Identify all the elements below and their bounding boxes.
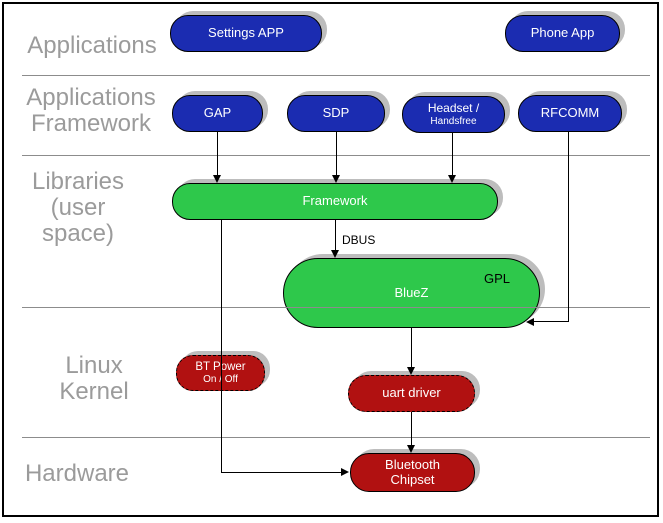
edge-gap-framework-arrowhead — [213, 175, 221, 183]
edge-framework-chipset-hline — [221, 472, 342, 473]
layer-label-hardware: Hardware — [24, 460, 130, 487]
node-rfcomm-label: RFCOMM — [540, 105, 600, 121]
edge-uart-chipset-arrowhead — [407, 445, 415, 453]
node-headset-handsfree: Headset / Handsfree — [402, 96, 505, 133]
layer-divider-4 — [22, 437, 650, 438]
node-gap-label: GAP — [203, 105, 232, 121]
layer-label-linux-kernel: Linux Kernel — [59, 352, 129, 405]
diagram-outer-border — [2, 2, 659, 517]
node-bt-power-line2: On / Off — [203, 373, 238, 385]
node-phone-app-label: Phone App — [530, 25, 595, 41]
edge-sdp-framework-line — [336, 132, 337, 176]
layer-label-libraries-user-space: Libraries (user space) — [31, 168, 125, 247]
node-uart-driver-label: uart driver — [382, 385, 441, 401]
node-headset-line2: Handsfree — [430, 115, 477, 127]
node-sdp-label: SDP — [322, 105, 350, 121]
node-bluetooth-chipset: Bluetooth Chipset — [350, 453, 475, 492]
gpl-badge: GPL — [484, 271, 511, 286]
edge-framework-bluez-arrowhead — [331, 250, 339, 258]
node-framework: Framework — [172, 183, 498, 220]
node-framework-label: Framework — [302, 193, 368, 209]
node-settings-app-label: Settings APP — [208, 25, 284, 41]
edge-sdp-framework-arrowhead — [332, 175, 340, 183]
edge-rfcomm-bluez-vline — [568, 132, 569, 322]
node-gap: GAP — [172, 95, 263, 132]
edge-framework-chipset-arrowhead — [341, 468, 349, 476]
node-bluetooth-chipset-line1: Bluetooth — [385, 456, 440, 472]
edge-rfcomm-bluez-hline — [533, 321, 569, 322]
layer-divider-1 — [22, 75, 650, 76]
edge-headset-framework-arrowhead — [448, 175, 456, 183]
node-bluetooth-chipset-line2: Chipset — [390, 471, 435, 487]
node-sdp: SDP — [287, 95, 385, 132]
edge-framework-chipset-vline — [221, 220, 222, 472]
node-settings-app: Settings APP — [170, 15, 322, 52]
node-bluez: BlueZ GPL — [283, 258, 540, 328]
dbus-edge-label: DBUS — [342, 233, 376, 247]
edge-headset-framework-line — [452, 133, 453, 176]
layer-divider-3 — [22, 307, 650, 308]
layer-label-applications-framework: Applications Framework — [26, 84, 156, 137]
edge-bluez-uart-line — [411, 328, 412, 368]
edge-bluez-uart-arrowhead — [407, 367, 415, 375]
node-headset-line1: Headset / — [427, 100, 480, 115]
node-bluez-label: BlueZ — [394, 284, 429, 300]
edge-gap-framework-line — [217, 132, 218, 176]
node-bt-power-line1: BT Power — [195, 360, 246, 373]
edge-rfcomm-bluez-arrowhead — [526, 318, 534, 326]
edge-uart-chipset-line — [411, 412, 412, 446]
node-uart-driver: uart driver — [348, 375, 475, 412]
node-bt-power: BT Power On / Off — [176, 355, 265, 391]
layer-label-applications: Applications — [27, 32, 157, 59]
node-rfcomm: RFCOMM — [518, 95, 622, 132]
node-phone-app: Phone App — [505, 15, 620, 52]
edge-framework-bluez-line — [335, 220, 336, 251]
